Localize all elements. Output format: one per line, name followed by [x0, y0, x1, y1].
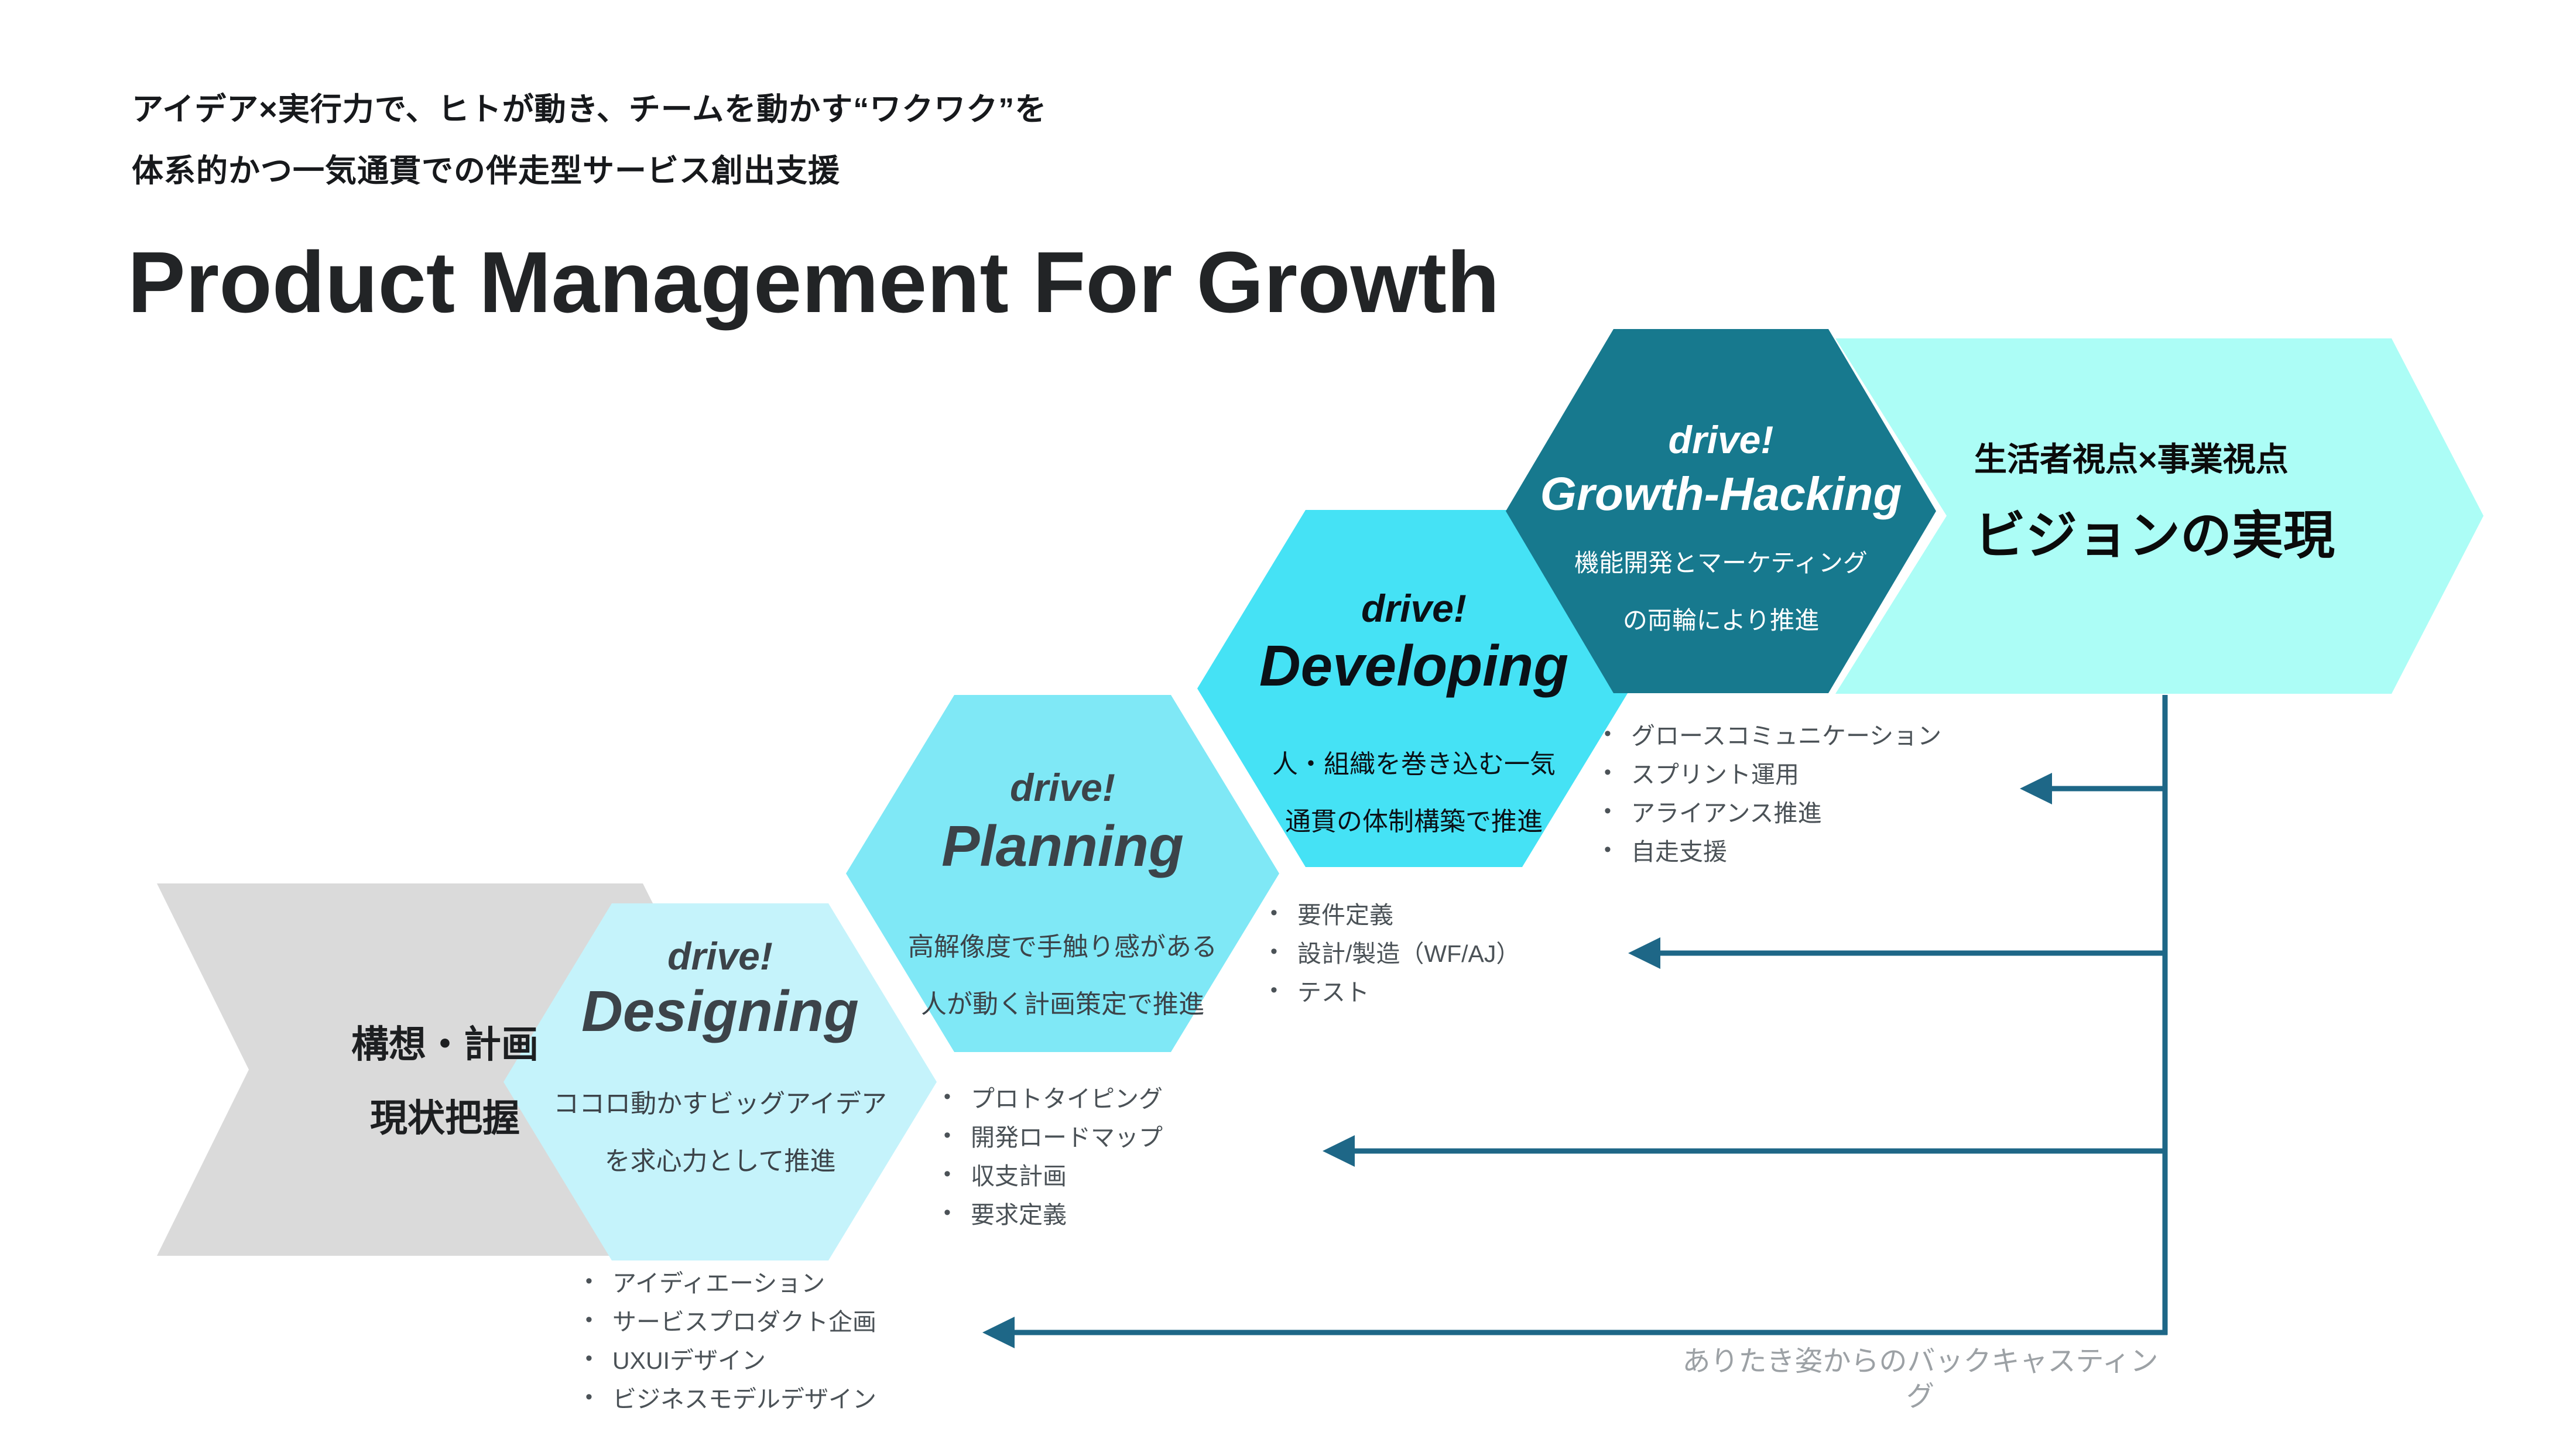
bullet-icon: •: [1604, 838, 1611, 861]
list-item: • 要件定義: [1270, 893, 1520, 932]
list-item: • ビジネスモデルデザイン: [585, 1378, 876, 1416]
bullet-icon: •: [944, 1201, 951, 1224]
bullet-icon: •: [944, 1123, 951, 1146]
bullet-icon: •: [944, 1085, 951, 1108]
list-item-label: プロトタイピング: [971, 1085, 1163, 1112]
stage-designing-desc-line-1: ココロ動かすビッグアイデア: [553, 1090, 887, 1118]
list-item: • 自走支援: [1604, 830, 1941, 869]
list-item: • 要求定義: [944, 1193, 1163, 1232]
list-item-label: 設計/製造（WF/AJ）: [1297, 940, 1520, 967]
list-item-label: UXUIデザイン: [612, 1347, 766, 1374]
bullet-icon: •: [944, 1162, 951, 1185]
stage-developing-desc: 人・組織を巻き込む一気 通貫の体制構築で推進: [1197, 736, 1630, 851]
stage-planning-desc: 高解像度で手触り感がある 人が動く計画策定で推進: [846, 919, 1279, 1033]
goal-banner-line-1: 生活者視点×事業視点: [1974, 441, 2289, 478]
growth-hacking-task-list: • グロースコミュニケーション • スプリント運用 • アライアンス推進 • 自走支援: [1604, 714, 1941, 869]
backcasting-caption: ありたき姿からのバックキャスティング: [1682, 1346, 2159, 1412]
list-item: • 設計/製造（WF/AJ）: [1270, 932, 1520, 971]
list-item: • 開発ロードマップ: [944, 1116, 1163, 1155]
list-item-label: グロースコミュニケーション: [1631, 722, 1942, 749]
list-item-label: サービスプロダクト企画: [612, 1308, 876, 1335]
list-item: • グロースコミュニケーション: [1604, 714, 1941, 753]
list-item-label: ビジネスモデルデザイン: [612, 1386, 876, 1413]
stage-planning-name: Planning: [941, 814, 1184, 878]
list-item: • UXUIデザイン: [585, 1339, 876, 1378]
list-item-label: アライアンス推進: [1631, 800, 1822, 827]
list-item-label: アイディエーション: [612, 1270, 825, 1297]
bullet-icon: •: [1270, 901, 1277, 924]
list-item-label: 開発ロードマップ: [971, 1124, 1163, 1151]
list-item: • アライアンス推進: [1604, 792, 1941, 830]
list-item-label: 要件定義: [1297, 902, 1393, 929]
list-item: • 収支計画: [944, 1155, 1163, 1193]
stage-planning-desc-line-1: 高解像度で手触り感がある: [908, 933, 1217, 961]
stage-hexagon-growth-hacking: [1506, 329, 1936, 693]
slide-subtitle: アイデア×実行力で、ヒトが動き、チームを動かす“ワクワク”を 体系的かつ一気通貫…: [132, 79, 1047, 202]
goal-banner-shape: [1835, 338, 2483, 694]
bullet-icon: •: [1270, 978, 1277, 1001]
list-item: • スプリント運用: [1604, 753, 1941, 792]
stage-designing-desc: ココロ動かすビッグアイデア を求心力として推進: [503, 1075, 937, 1190]
arrowhead-growth-hacking: [2020, 773, 2052, 804]
bullet-icon: •: [585, 1385, 592, 1408]
stage-developing-desc-line-2: 通貫の体制構築で推進: [1285, 807, 1543, 836]
arrowhead-designing: [982, 1317, 1015, 1348]
list-item: • サービスプロダクト企画: [585, 1300, 876, 1339]
goal-banner-line-2: ビジョンの実現: [1974, 506, 2335, 564]
bullet-icon: •: [1604, 799, 1611, 822]
stage-growth-hacking-desc-line-2: の両輪により推進: [1622, 607, 1820, 634]
stage-growth-hacking-desc-line-1: 機能開発とマーケティング: [1574, 549, 1868, 577]
stage-designing-name: Designing: [581, 979, 859, 1043]
list-item-label: 収支計画: [971, 1163, 1067, 1190]
stage-developing-desc-line-1: 人・組織を巻き込む一気: [1272, 750, 1556, 779]
stage-growth-hacking-brand: drive!: [1668, 418, 1774, 461]
list-item-label: テスト: [1297, 979, 1369, 1006]
list-item: • プロトタイピング: [944, 1077, 1163, 1116]
stage-hexagon-planning: [846, 695, 1279, 1052]
stage-planning-brand: drive!: [1010, 766, 1115, 809]
subtitle-line-1: アイデア×実行力で、ヒトが動き、チームを動かす“ワクワク”を: [132, 92, 1047, 127]
list-item-label: 要求定義: [971, 1201, 1067, 1228]
bullet-icon: •: [585, 1347, 592, 1369]
stage-growth-hacking-desc: 機能開発とマーケティング の両輪により推進: [1506, 535, 1936, 649]
stage-planning-desc-line-2: 人が動く計画策定で推進: [921, 990, 1204, 1019]
list-item-label: スプリント運用: [1631, 761, 1799, 788]
bullet-icon: •: [1270, 940, 1277, 962]
bullet-icon: •: [1604, 761, 1611, 783]
arrowhead-developing: [1628, 937, 1660, 969]
stage-developing-name: Developing: [1259, 633, 1569, 698]
stage-designing-brand: drive!: [667, 934, 773, 978]
stage-hexagon-developing: [1197, 510, 1630, 867]
developing-task-list: • 要件定義 • 設計/製造（WF/AJ） • テスト: [1270, 893, 1520, 1009]
subtitle-line-2: 体系的かつ一気通貫での伴走型サービス創出支援: [132, 153, 840, 189]
start-block-line-1: 構想・計画: [351, 1023, 539, 1066]
list-item-label: 自走支援: [1631, 838, 1727, 865]
planning-task-list: • プロトタイピング • 開発ロードマップ • 収支計画 • 要求定義: [944, 1077, 1163, 1232]
stage-growth-hacking-name: Growth-Hacking: [1540, 468, 1902, 520]
bullet-icon: •: [585, 1308, 592, 1331]
list-item: • テスト: [1270, 971, 1520, 1009]
designing-task-list: • アイディエーション • サービスプロダクト企画 • UXUIデザイン • ビジネスモ…: [585, 1262, 876, 1416]
page-title: Product Management For Growth: [128, 234, 1500, 331]
stage-designing-desc-line-2: を求心力として推進: [604, 1147, 836, 1176]
bullet-icon: •: [585, 1269, 592, 1292]
start-block-line-2: 現状把握: [370, 1097, 520, 1139]
stage-hexagon-designing: [503, 903, 937, 1260]
bullet-icon: •: [1604, 722, 1611, 745]
stage-developing-brand: drive!: [1361, 587, 1467, 630]
list-item: • アイディエーション: [585, 1262, 876, 1300]
arrowhead-planning: [1323, 1135, 1355, 1167]
